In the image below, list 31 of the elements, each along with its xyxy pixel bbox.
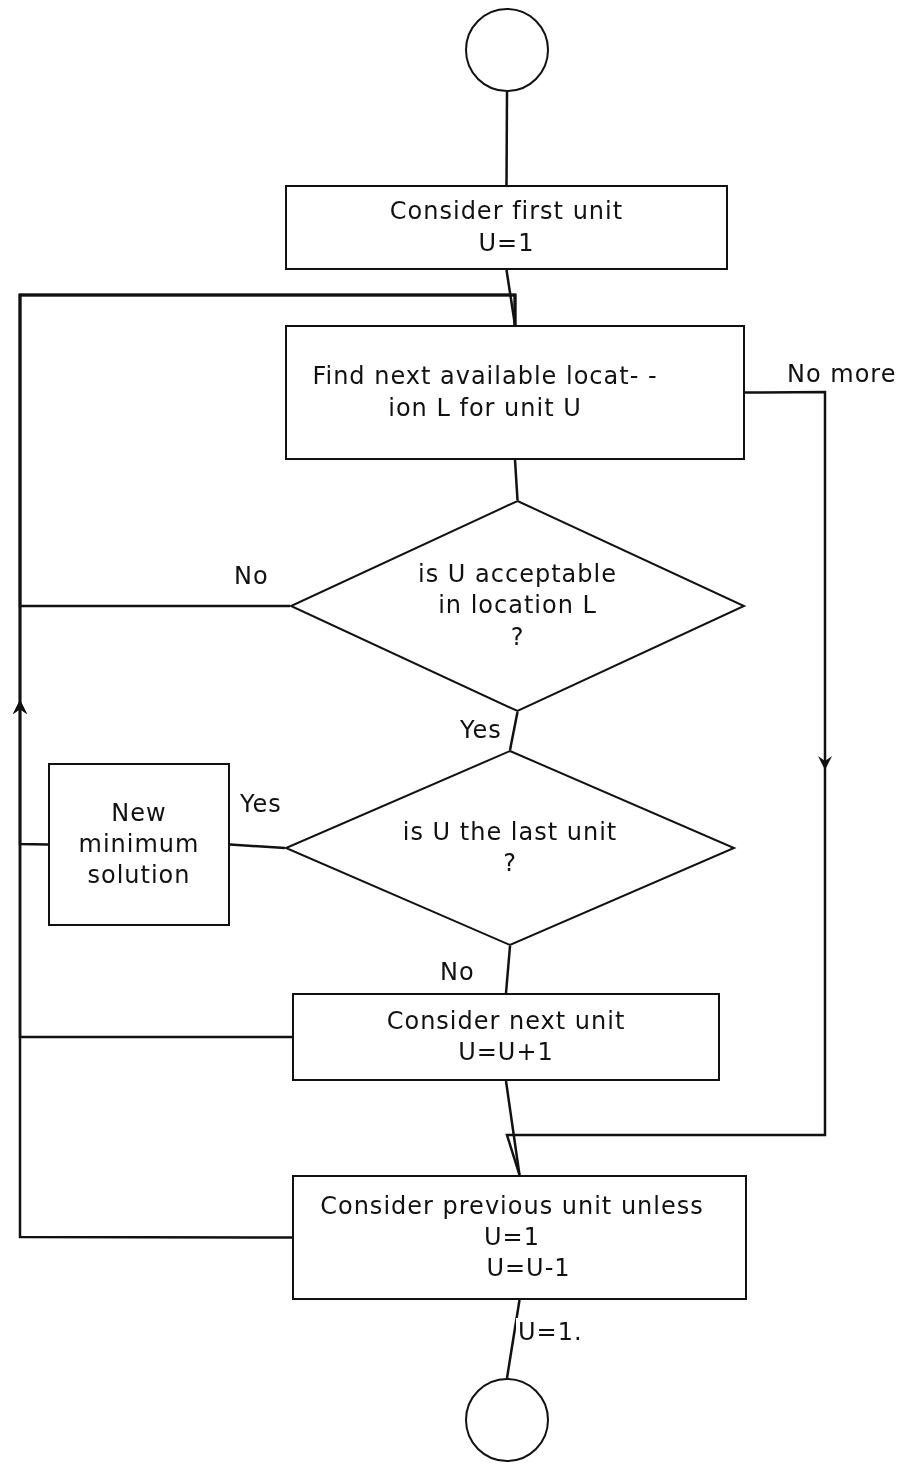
- process-box: [292, 1175, 747, 1300]
- step-text: New minimum solution: [77, 797, 201, 892]
- connector: [504, 1080, 521, 1176]
- step-text: is U acceptable in location L: [417, 559, 618, 622]
- connector: [505, 92, 509, 185]
- step-text: Consider first unit: [389, 196, 624, 228]
- step-text: Consider next unit: [386, 1005, 626, 1037]
- formula-text: U=U-1: [486, 1253, 571, 1285]
- formula-text: U=1: [478, 227, 535, 259]
- formula-text: U=U+1: [458, 1037, 554, 1068]
- connector: [505, 269, 517, 326]
- process-box: [285, 185, 728, 270]
- decision-diamond: [285, 750, 735, 946]
- process-box: [48, 763, 230, 926]
- step-text: is U the last unit: [402, 816, 618, 848]
- connector: [229, 843, 286, 850]
- connector: [513, 459, 519, 501]
- connector: [508, 711, 519, 751]
- step-text: Consider previous unit unless U=1: [319, 1190, 705, 1253]
- formula-text: ?: [503, 848, 517, 879]
- connector: [504, 945, 512, 994]
- connector: [13, 293, 517, 1239]
- connector: [505, 390, 832, 1176]
- terminal-circle: [465, 8, 549, 92]
- connector: [505, 1299, 521, 1379]
- terminal-circle: [465, 1378, 549, 1462]
- process-box: [292, 993, 720, 1081]
- formula-text: ?: [510, 621, 525, 653]
- step-text: Find next available locat- -ion L for unit U: [311, 361, 659, 424]
- decision-diamond: [290, 500, 745, 712]
- process-box: [285, 325, 745, 460]
